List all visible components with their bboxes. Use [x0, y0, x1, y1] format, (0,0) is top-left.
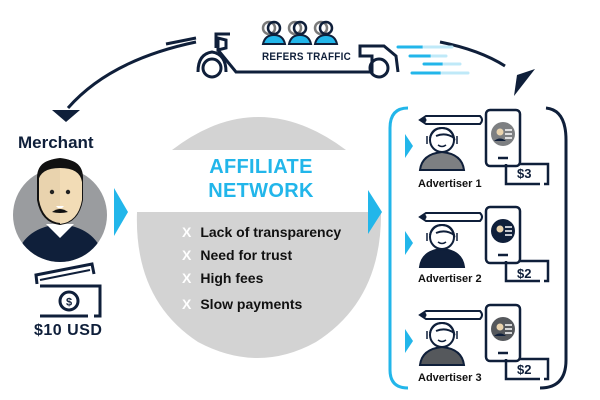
advertiser-arrow-icon: [405, 231, 413, 255]
x-mark-icon: X: [182, 224, 192, 240]
advertiser-name: Advertiser 2: [418, 273, 482, 285]
flow-arrow-merchant-to-network: [114, 188, 128, 236]
phone-icon: [484, 303, 522, 363]
network-issue: X Slow payments: [182, 296, 302, 312]
advertiser-avatar-icon: [418, 223, 466, 268]
issue-text: Lack of transparency: [200, 224, 342, 240]
speed-lines-icon: [396, 45, 470, 75]
advertiser-row: [405, 303, 550, 381]
flow-arrow-to-merchant: [52, 40, 197, 122]
affiliate-network-circle: [136, 117, 382, 358]
issue-text: Slow payments: [200, 296, 303, 312]
advertiser-payout: $3: [517, 166, 532, 181]
x-mark-icon: X: [182, 296, 192, 312]
advertiser-avatar-icon: [418, 126, 466, 171]
advertiser-name: Advertiser 1: [418, 178, 482, 190]
advertiser-payout: $2: [517, 362, 532, 377]
merchant-avatar-icon: [13, 158, 107, 262]
x-mark-icon: X: [182, 247, 192, 263]
flow-arrow-to-advertisers: [439, 40, 535, 96]
advertisers-bracket: [388, 106, 568, 390]
truck-label: REFERS TRAFFIC: [262, 51, 352, 63]
phone-icon: [484, 108, 522, 168]
people-group-icon: [261, 20, 339, 45]
advertiser-row: [405, 108, 550, 186]
advertiser-arrow-icon: [405, 329, 413, 353]
advertiser-name: Advertiser 3: [418, 372, 482, 384]
price-box: [504, 259, 550, 283]
merchant-amount: $10 USD: [34, 322, 103, 339]
price-box: [504, 357, 550, 381]
network-issue: X Need for trust: [182, 247, 292, 263]
advertiser-avatar-icon: [418, 321, 466, 366]
merchant-title: Merchant: [18, 133, 94, 152]
pen-icon: [418, 115, 483, 125]
advertiser-arrow-icon: [405, 134, 413, 158]
advertisers-layer: [405, 108, 550, 381]
pen-icon: [418, 310, 483, 320]
price-box: [504, 162, 550, 186]
phone-icon: [484, 205, 522, 265]
advertiser-payout: $2: [517, 266, 532, 281]
flow-arrow-network-to-advertisers: [368, 190, 382, 234]
x-mark-icon: X: [182, 270, 192, 286]
advertiser-row: [405, 205, 550, 283]
network-issue: X Lack of transparency: [182, 224, 341, 240]
network-title: AFFILIATE NETWORK: [172, 155, 350, 203]
network-title-line2: NETWORK: [208, 180, 314, 202]
network-title-line1: AFFILIATE: [209, 156, 313, 178]
svg-text:$: $: [66, 297, 72, 309]
network-issue: X High fees: [182, 270, 263, 286]
cash-card-icon: $: [34, 262, 102, 318]
truck-icon: [165, 32, 400, 79]
issue-text: Need for trust: [200, 247, 293, 263]
issue-text: High fees: [200, 270, 264, 286]
pen-icon: [418, 212, 483, 222]
